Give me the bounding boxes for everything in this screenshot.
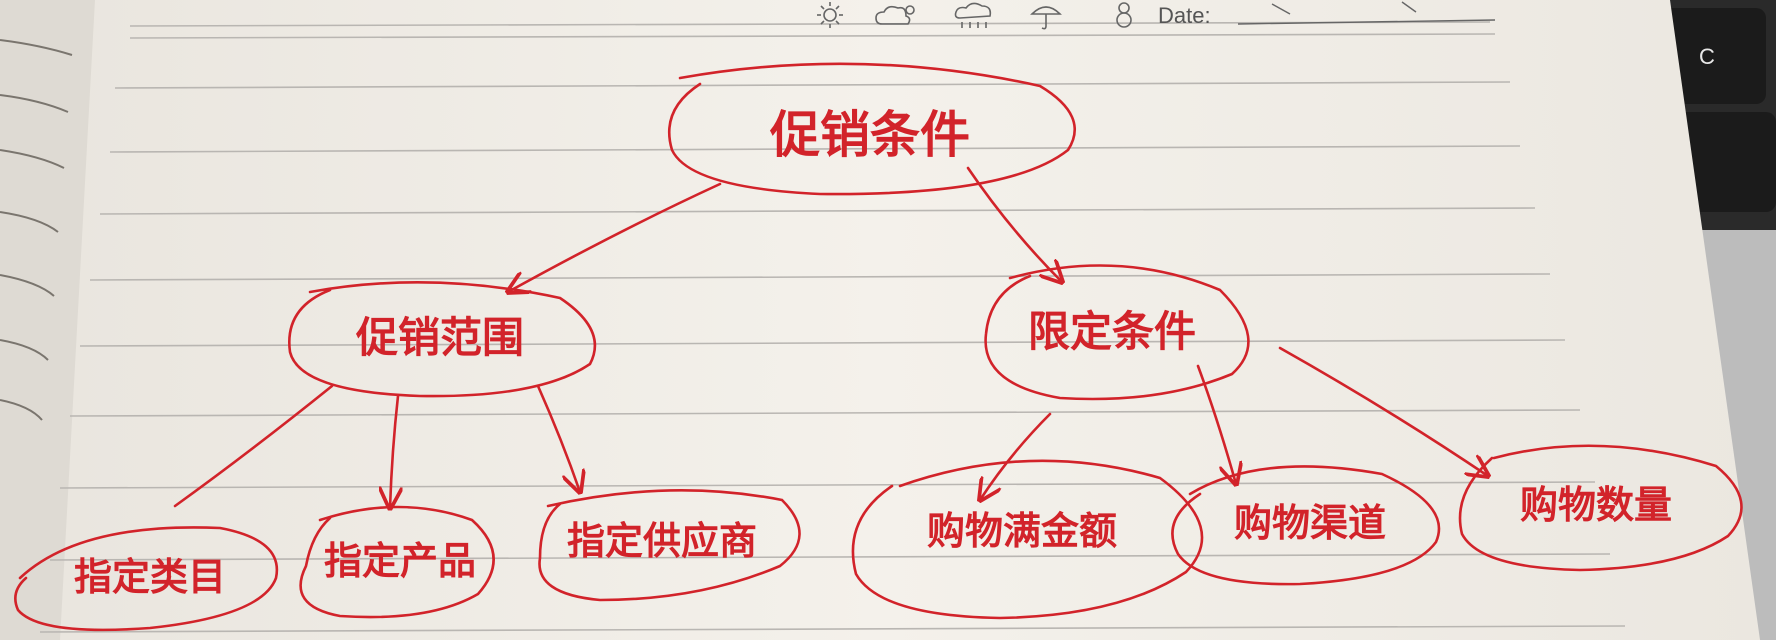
date-underline [1237, 19, 1496, 25]
umbrella-icon [1030, 6, 1062, 30]
ruled-lines [39, 21, 1626, 633]
date-label: Date: [1158, 3, 1211, 28]
node-right-leaf-3 [1458, 444, 1743, 572]
left-leaf-3-label: 指定供应商 [567, 519, 757, 563]
rain-cloud-icon [954, 2, 992, 28]
key-label: C [1699, 44, 1715, 69]
binding-marks [0, 39, 73, 421]
node-right-leaf-1 [851, 459, 1204, 620]
connector-left-to-leaf-1 [173, 384, 334, 508]
connector-right-to-leaf-1 [980, 412, 1052, 500]
partly-cloudy-icon [875, 5, 915, 25]
left-branch-label: 促销范围 [355, 313, 524, 362]
connector-left-to-leaf-3 [536, 384, 580, 492]
right-branch-label: 限定条件 [1028, 307, 1196, 356]
node-left-branch [288, 281, 597, 398]
node-left-leaf-2 [299, 505, 495, 619]
right-leaf-2-label: 购物渠道 [1234, 501, 1386, 545]
node-left-leaf-1 [14, 526, 279, 632]
left-leaf-2-label: 指定产品 [324, 539, 476, 583]
page-header: Date: [817, 1, 1496, 30]
date-slash-1 [1271, 3, 1291, 15]
node-root [667, 62, 1077, 196]
connector-right-to-leaf-2 [1196, 364, 1236, 484]
snowman-icon [1116, 2, 1132, 28]
root-label: 促销条件 [769, 106, 970, 164]
mind-map-labels: 促销条件 促销范围 限定条件 指定类目 指定产品 指定供应商 购物满金额 购物渠… [74, 106, 1672, 599]
node-left-leaf-3 [538, 489, 801, 602]
connector-root-to-left [508, 182, 722, 292]
right-leaf-3-label: 购物数量 [1520, 483, 1672, 527]
left-leaf-1-label: 指定类目 [74, 555, 226, 599]
date-slash-2 [1401, 1, 1417, 13]
connector-left-to-leaf-2 [390, 394, 398, 508]
node-right-leaf-2 [1171, 465, 1441, 586]
right-leaf-1-label: 购物满金额 [927, 509, 1117, 553]
mind-map [14, 62, 1743, 632]
node-right-branch [984, 264, 1250, 401]
connector-right-to-leaf-3 [1278, 346, 1488, 476]
sun-icon [817, 2, 843, 28]
